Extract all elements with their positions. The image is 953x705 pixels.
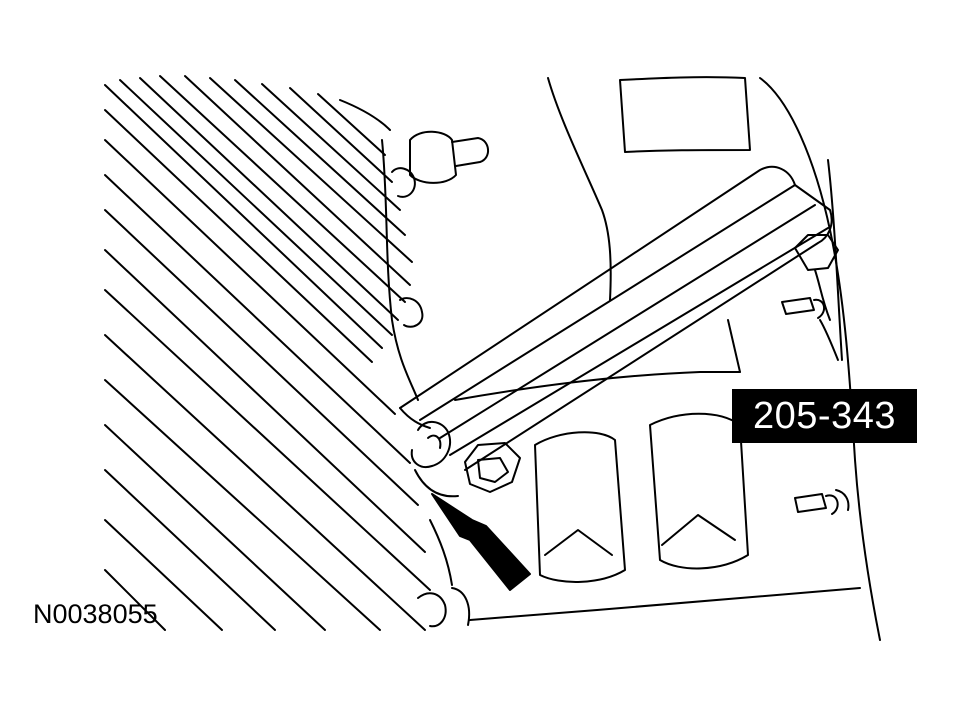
bolt-icon [464, 442, 521, 493]
arrow-icon [431, 493, 531, 591]
housing-frame [454, 76, 881, 641]
tool-hook [410, 421, 459, 498]
engine-block-fins [104, 75, 431, 631]
fitting-icon [391, 130, 489, 328]
figure-id: N0038055 [33, 599, 158, 629]
special-tool-bar [399, 165, 833, 471]
tool-number-label: 205-343 [732, 389, 917, 443]
housing-pads [534, 412, 749, 583]
fitting-icon [781, 297, 850, 515]
bolt-icon [794, 234, 839, 321]
block-lower-detail [417, 519, 471, 628]
